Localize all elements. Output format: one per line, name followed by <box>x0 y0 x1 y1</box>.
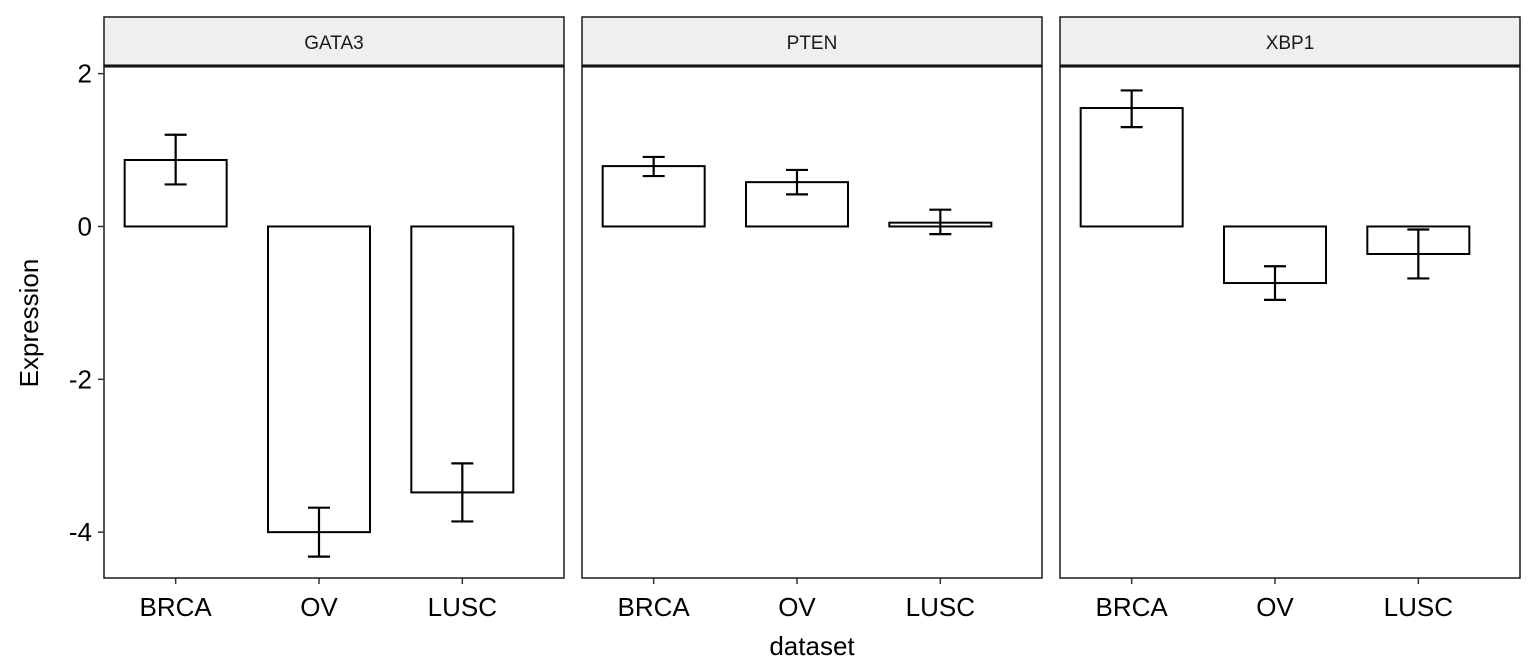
y-axis: 2 0 -2 -4 <box>69 59 104 547</box>
error-bar-gata3-ov <box>307 506 330 558</box>
facet-strip <box>1059 16 1521 67</box>
bar-gata3-lusc <box>410 225 515 494</box>
x-tick-label: LUSC <box>428 592 497 622</box>
error-bar-pten-brca <box>642 155 665 178</box>
facet-strip <box>581 16 1043 67</box>
x-tick-label: BRCA <box>618 592 691 622</box>
y-tick-label: 2 <box>78 59 92 89</box>
bar-gata3-ov <box>266 225 371 534</box>
x-tick-label: LUSC <box>1384 592 1453 622</box>
panel-border <box>103 65 565 579</box>
y-tick-label: 0 <box>78 211 92 241</box>
x-tick-label: OV <box>1256 592 1294 622</box>
error-bar-xbp1-ov <box>1263 265 1286 301</box>
error-bar-pten-ov <box>785 168 808 196</box>
y-tick-label: -2 <box>69 364 92 394</box>
facet-strip-label: PTEN <box>787 33 838 54</box>
facet-panel-pten: PTEN BRCA OV LUSC <box>581 16 1043 622</box>
x-tick-label: OV <box>300 592 338 622</box>
y-axis-title: Expression <box>14 259 44 388</box>
x-axis-title: dataset <box>769 631 855 661</box>
panel-border <box>1059 65 1521 579</box>
error-bar-xbp1-brca <box>1120 89 1143 129</box>
panel-border <box>581 65 1043 579</box>
error-bar-pten-lusc <box>929 208 952 236</box>
facet-strip-label: GATA3 <box>304 33 363 54</box>
x-tick-label: BRCA <box>1096 592 1169 622</box>
error-bar-gata3-lusc <box>451 462 474 523</box>
y-tick-label: -4 <box>69 517 92 547</box>
facet-strip-label: XBP1 <box>1266 33 1315 54</box>
x-tick-label: BRCA <box>140 592 213 622</box>
x-tick-label: LUSC <box>906 592 975 622</box>
facet-strip <box>103 16 565 67</box>
error-bar-xbp1-lusc <box>1407 228 1430 280</box>
x-tick-label: OV <box>778 592 816 622</box>
error-bar-gata3-brca <box>164 133 187 186</box>
